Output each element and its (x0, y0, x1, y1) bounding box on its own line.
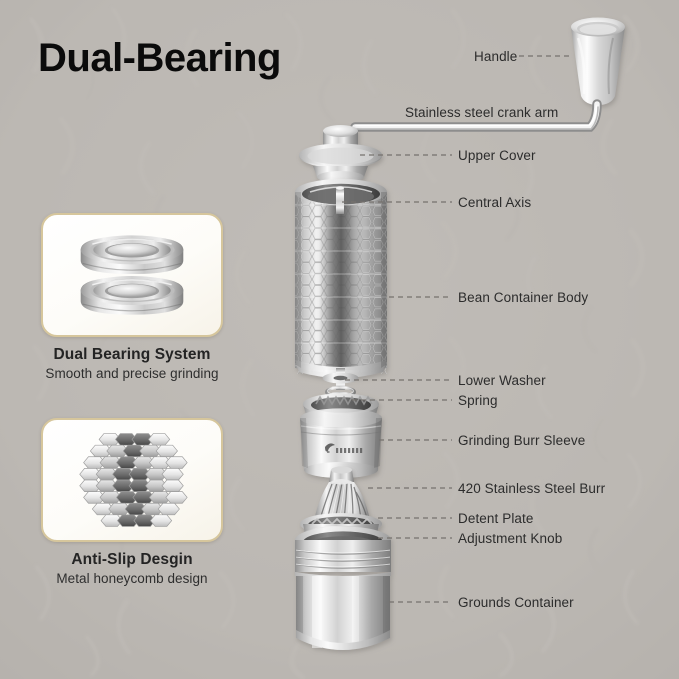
callout-lower-washer: Lower Washer (458, 373, 546, 388)
upper-cover (299, 125, 382, 183)
feature-card-dual-bearing: Dual Bearing System Smooth and precise g… (41, 213, 223, 381)
callout-crank-arm: Stainless steel crank arm (405, 105, 559, 120)
anti-slip-card-title: Anti-Slip Desgin (71, 551, 193, 568)
ball-bearing-pair-icon (80, 235, 184, 315)
feature-card-anti-slip: Anti-Slip Desgin Metal honeycomb design (41, 418, 223, 586)
callout-grounds-container: Grounds Container (458, 595, 574, 610)
handle-knob (571, 17, 625, 105)
central-axis (336, 186, 344, 214)
page-title: Dual-Bearing (38, 36, 281, 80)
bean-container-body (295, 179, 387, 378)
dual-bearing-card-title: Dual Bearing System (53, 346, 211, 363)
grinding-burr-sleeve (300, 393, 382, 478)
anti-slip-card-subtitle: Metal honeycomb design (56, 571, 208, 586)
metal-honeycomb-icon (79, 433, 188, 527)
dual-bearing-image-frame (41, 213, 223, 337)
callout-detent-plate: Detent Plate (458, 511, 534, 526)
callout-upper-cover: Upper Cover (458, 148, 536, 163)
callout-bean-body: Bean Container Body (458, 290, 589, 305)
callout-burr-sleeve: Grinding Burr Sleeve (458, 433, 586, 448)
dual-bearing-card-subtitle: Smooth and precise grinding (45, 366, 219, 381)
brand-logo-icon (325, 443, 363, 453)
callout-central-axis: Central Axis (458, 195, 532, 210)
anti-slip-image-frame (41, 418, 223, 542)
crank-arm (350, 99, 602, 132)
callout-handle: Handle (474, 49, 518, 64)
callout-steel-burr: 420 Stainless Steel Burr (458, 481, 606, 496)
callout-spring: Spring (458, 393, 498, 408)
callout-adjustment-knob: Adjustment Knob (458, 531, 563, 546)
grounds-container (295, 526, 391, 650)
